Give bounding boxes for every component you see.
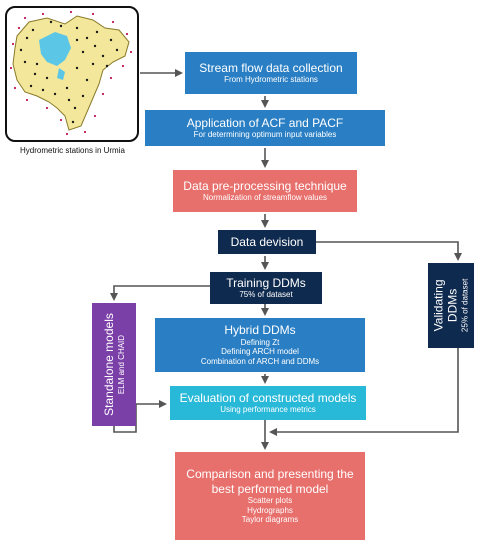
hybrid-line-2: Defining ARCH model xyxy=(221,347,299,357)
hybrid-line-3: Combination of ARCH and DDMs xyxy=(200,356,320,366)
validating-title: Validating DDMs xyxy=(431,279,460,332)
hybrid-title: Hybrid DDMs xyxy=(224,323,296,338)
preprocess-subtitle: Normalization of streamflow values xyxy=(202,193,328,203)
map-caption: Hydrometric stations in Urmia xyxy=(20,146,125,155)
preprocess-title: Data pre-processing technique xyxy=(183,179,347,193)
division-title: Data devision xyxy=(230,234,304,249)
standalone-subtitle: ELM and CHAID xyxy=(116,334,126,395)
collection-subtitle: From Hydrometric stations xyxy=(224,75,318,85)
standalone-models-box: Standalone models ELM and CHAID xyxy=(92,303,136,426)
acf-title: Application of ACF and PACF xyxy=(186,116,344,130)
arrow-standalone-to-evaluation xyxy=(113,400,167,433)
hybrid-ddms-box: Hybrid DDMs Defining Zt Defining ARCH mo… xyxy=(155,318,365,372)
acf-pacf-box: Application of ACF and PACF For determin… xyxy=(145,110,385,146)
standalone-rotated-label: Standalone models ELM and CHAID xyxy=(101,313,126,416)
validating-ddms-box: Validating DDMs 25% of dataset xyxy=(428,263,474,348)
validating-rotated-label: Validating DDMs 25% of dataset xyxy=(431,266,470,346)
evaluation-subtitle: Using performance metrics xyxy=(220,405,316,415)
arrow-training-to-standalone xyxy=(110,285,210,301)
training-title: Training DDMs xyxy=(226,276,306,290)
lake-shape xyxy=(39,32,71,66)
arrow-validating-to-merge xyxy=(269,348,459,436)
preprocessing-box: Data pre-processing technique Normalizat… xyxy=(173,170,357,212)
acf-subtitle: For determining optimum input variables xyxy=(193,130,337,140)
validating-subtitle: 25% of dataset xyxy=(460,278,470,333)
hydrometric-station-markers xyxy=(9,10,133,136)
training-ddms-box: Training DDMs 75% of dataset xyxy=(210,272,322,304)
stream-flow-collection-box: Stream flow data collection From Hydrome… xyxy=(185,52,357,94)
comparison-line-2: Hydrographs xyxy=(247,505,293,515)
hydrometric-station-dots xyxy=(19,20,119,124)
hybrid-line-1: Defining Zt xyxy=(240,337,280,347)
comparison-line-3: Taylor diagrams xyxy=(241,515,299,525)
collection-title: Stream flow data collection xyxy=(199,61,343,75)
urmia-basin-map xyxy=(9,10,133,136)
standalone-title: Standalone models xyxy=(101,313,116,416)
comparison-title: Comparison and presenting the best perfo… xyxy=(186,467,354,496)
data-division-box: Data devision xyxy=(218,230,316,254)
comparison-line-1: Scatter plots xyxy=(247,496,293,505)
evaluation-box: Evaluation of constructed models Using p… xyxy=(170,386,366,420)
lake-shape-small xyxy=(57,68,65,80)
urmia-map-panel xyxy=(5,6,139,142)
evaluation-title: Evaluation of constructed models xyxy=(179,391,357,405)
arrow-division-to-validating xyxy=(316,241,462,261)
comparison-box: Comparison and presenting the best perfo… xyxy=(175,452,365,540)
training-subtitle: 75% of dataset xyxy=(239,290,293,300)
